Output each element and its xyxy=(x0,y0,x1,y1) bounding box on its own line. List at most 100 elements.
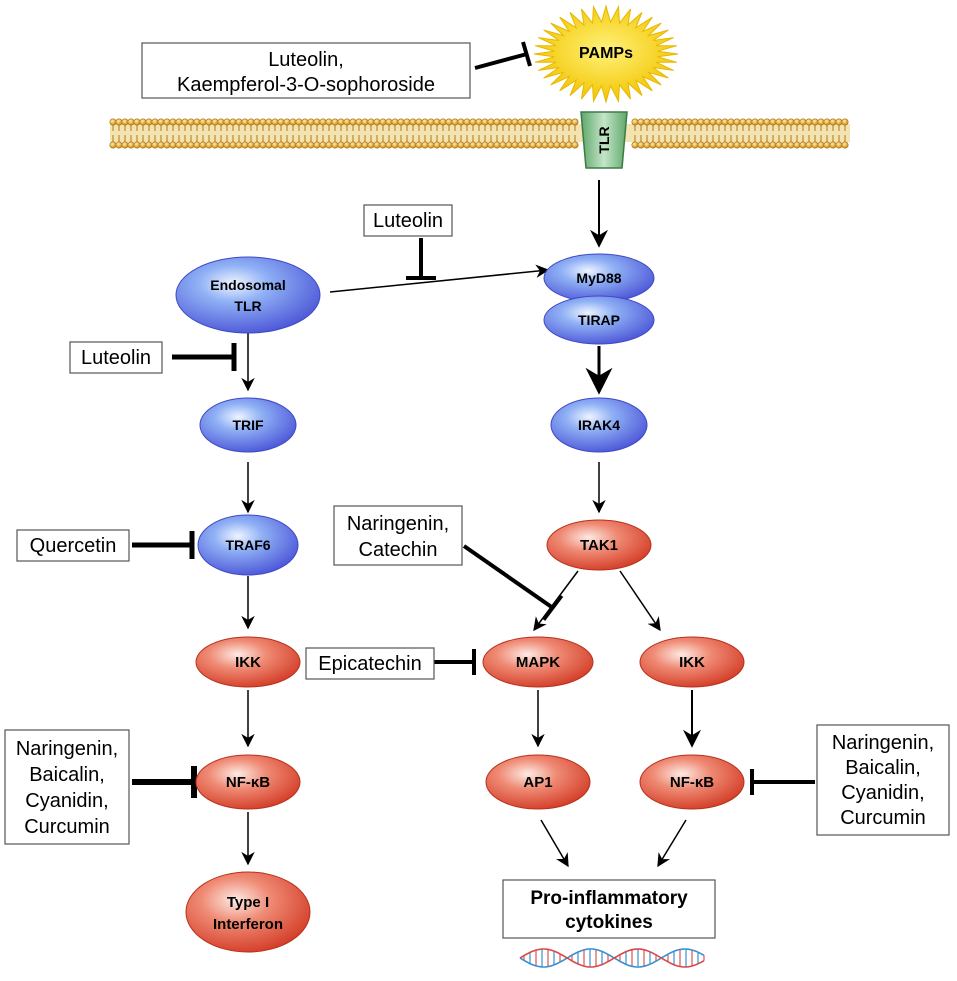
lipid-head xyxy=(439,118,447,126)
node-irak4: IRAK4 xyxy=(550,397,648,453)
lipid-head xyxy=(685,118,693,126)
lipid-head xyxy=(661,118,669,126)
lipid-head xyxy=(427,141,435,149)
lipid-head xyxy=(787,118,795,126)
ikk-right-label: IKK xyxy=(679,654,705,671)
lipid-head xyxy=(235,118,243,126)
lipid-head xyxy=(433,118,441,126)
lipid-head xyxy=(517,118,525,126)
dna-helix xyxy=(519,948,705,968)
lipid-head xyxy=(403,118,411,126)
lipid-head xyxy=(289,141,297,149)
lipid-head xyxy=(259,118,267,126)
lipid-head xyxy=(307,141,315,149)
lipid-head xyxy=(139,118,147,126)
lipid-head xyxy=(223,141,231,149)
tirap-label: TIRAP xyxy=(578,312,620,328)
lipid-head xyxy=(163,141,171,149)
lipid-head xyxy=(643,141,651,149)
lipid-head xyxy=(643,118,651,126)
arrow-endosomal-myd88 xyxy=(329,264,550,293)
lipid-head xyxy=(763,141,771,149)
lipid-head xyxy=(463,141,471,149)
inhibitor-mapk-left-box: Epicatechin xyxy=(305,647,435,680)
lipid-head xyxy=(679,118,687,126)
lipid-head xyxy=(481,118,489,126)
lipid-head xyxy=(523,118,531,126)
lipid-head xyxy=(109,141,117,149)
lipid-head xyxy=(511,118,519,126)
lipid-head xyxy=(805,141,813,149)
lipid-head xyxy=(793,118,801,126)
inhibitor-pamps-box: Luteolin, Kaempferol-3-O-sophoroside xyxy=(141,42,471,99)
lipid-head xyxy=(133,141,141,149)
lipid-head xyxy=(703,118,711,126)
cell-membrane xyxy=(109,118,850,149)
lipid-head xyxy=(661,141,669,149)
type1-ifn-line2: Interferon xyxy=(213,916,283,933)
lipid-head xyxy=(193,141,201,149)
lipid-head xyxy=(451,118,459,126)
lipid-head xyxy=(631,118,639,126)
lipid-head xyxy=(163,118,171,126)
lipid-head xyxy=(205,141,213,149)
lipid-head xyxy=(409,141,417,149)
lipid-head xyxy=(667,118,675,126)
connectors xyxy=(132,41,815,868)
lipid-head xyxy=(265,118,273,126)
lipid-head xyxy=(157,118,165,126)
node-type1-ifn: Type I Interferon xyxy=(185,871,311,953)
lipid-head xyxy=(769,118,777,126)
lipid-head xyxy=(529,118,537,126)
lipid-head xyxy=(649,118,657,126)
pamps-label: PAMPs xyxy=(579,45,633,62)
lipid-head xyxy=(295,141,303,149)
lipid-head xyxy=(775,141,783,149)
lipid-head xyxy=(823,118,831,126)
lipid-head xyxy=(529,141,537,149)
lipid-head xyxy=(217,118,225,126)
type1-ifn-line1: Type I xyxy=(227,894,269,911)
ikk-left-label: IKK xyxy=(235,654,261,671)
lipid-head xyxy=(709,118,717,126)
inhibitor-mapk-top-line1: Naringenin, xyxy=(347,513,449,535)
lipid-head xyxy=(559,141,567,149)
lipid-head xyxy=(433,141,441,149)
lipid-head xyxy=(139,141,147,149)
lipid-head xyxy=(715,118,723,126)
lipid-head xyxy=(481,141,489,149)
lipid-head xyxy=(637,118,645,126)
lipid-head xyxy=(175,118,183,126)
inhibitor-nfkb-left-line1: Naringenin, xyxy=(16,738,118,760)
lipid-head xyxy=(637,141,645,149)
lipid-head xyxy=(187,141,195,149)
lipid-head xyxy=(331,118,339,126)
lipid-head xyxy=(685,141,693,149)
lipid-head xyxy=(193,118,201,126)
lipid-head xyxy=(391,141,399,149)
lipid-head xyxy=(367,141,375,149)
lipid-head xyxy=(829,141,837,149)
lipid-head xyxy=(397,141,405,149)
traf6-label: TRAF6 xyxy=(225,537,270,553)
lipid-head xyxy=(127,118,135,126)
lipid-head xyxy=(499,118,507,126)
lipid-head xyxy=(673,118,681,126)
lipid-head xyxy=(493,118,501,126)
lipid-head xyxy=(463,118,471,126)
lipid-head xyxy=(781,118,789,126)
tak1-label: TAK1 xyxy=(580,537,618,554)
lipid-head xyxy=(361,141,369,149)
lipid-head xyxy=(757,141,765,149)
inhibitor-myd88-label: Luteolin xyxy=(373,210,443,232)
lipid-head xyxy=(547,141,555,149)
lipid-head xyxy=(469,118,477,126)
lipid-head xyxy=(157,141,165,149)
lipid-head xyxy=(493,141,501,149)
inhibit-mapk-top xyxy=(462,544,555,610)
lipid-head xyxy=(295,118,303,126)
inhibitor-mapk-top-line2: Catechin xyxy=(359,539,438,561)
tlr-label: TLR xyxy=(596,126,612,153)
lipid-head xyxy=(355,141,363,149)
